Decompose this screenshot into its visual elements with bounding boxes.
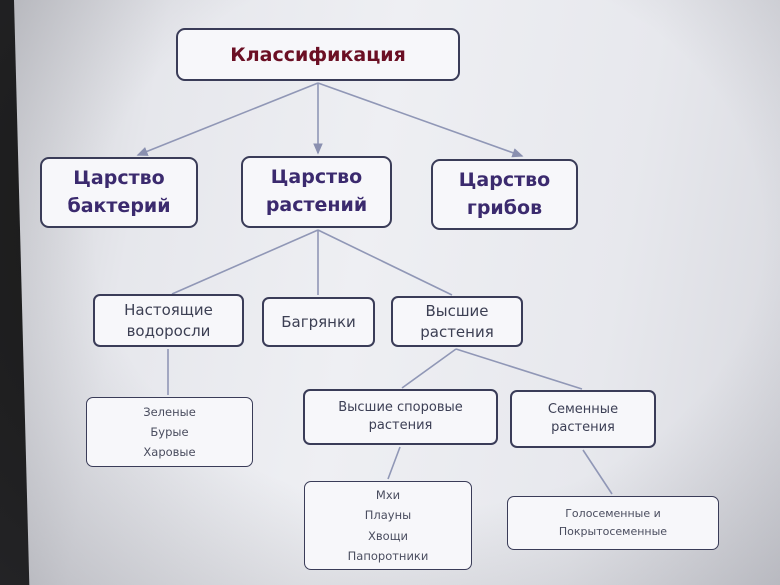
kingdom-fungi-line2: грибов (466, 196, 543, 219)
list-item-green-algae: Зеленые (143, 404, 196, 419)
spore-plants-list-node: Мхи Плауны Хвощи Папоротники (304, 481, 472, 570)
spore-plants-line1: Высшие споровые (338, 400, 463, 416)
algae-list-node: Зеленые Бурые Харовые (86, 397, 253, 467)
list-item-horsetails: Хвощи (368, 528, 408, 543)
list-item-gymnosperms: Голосеменные и (565, 507, 661, 521)
connector-root-fungi (317, 82, 524, 158)
spore-plants-node: Высшие споровые растения (303, 389, 498, 445)
connector-seed-list (582, 449, 613, 495)
spore-plants-line2: растения (368, 418, 433, 433)
connector-plants-higher (317, 229, 453, 296)
seed-plants-line2: растения (551, 420, 615, 435)
kingdom-fungi-line1: Царство (458, 168, 551, 191)
kingdom-bacteria-line1: Царство (73, 166, 165, 189)
kingdom-fungi-node: Царство грибов (431, 159, 578, 230)
seed-plants-list-node: Голосеменные и Покрытосеменные (507, 496, 719, 550)
true-algae-line2: водоросли (126, 321, 211, 340)
list-item-ferns: Папоротники (347, 548, 429, 563)
root-node-classification: Классификация (176, 28, 460, 81)
list-item-charophytes: Харовые (143, 445, 196, 460)
list-item-club-mosses: Плауны (364, 508, 412, 523)
list-item-angiosperms: Покрытосеменные (558, 525, 668, 538)
kingdom-plants-line2: растений (265, 194, 368, 216)
kingdom-plants-node: Царство растений (241, 156, 392, 228)
red-algae-label: Багрянки (281, 312, 356, 331)
kingdom-bacteria-line2: бактерий (67, 194, 171, 217)
kingdom-plants-line1: Царство (270, 166, 363, 189)
connector-plants-algae (171, 229, 319, 295)
connector-higher-spore (401, 348, 457, 389)
true-algae-line1: Настоящие (124, 301, 213, 320)
true-algae-node: Настоящие водоросли (93, 294, 244, 347)
higher-plants-node: Высшие растения (391, 296, 523, 347)
kingdom-bacteria-node: Царство бактерий (40, 157, 198, 228)
connector-spore-list (387, 446, 401, 480)
list-item-brown-algae: Бурые (150, 424, 189, 439)
root-label: Классификация (230, 43, 406, 66)
seed-plants-line1: Семенные (547, 402, 619, 418)
connector-higher-seed (455, 348, 583, 390)
higher-plants-line2: растения (420, 322, 494, 341)
seed-plants-node: Семенные растения (510, 390, 656, 448)
list-item-mosses: Мхи (375, 488, 401, 503)
red-algae-node: Багрянки (262, 297, 375, 347)
higher-plants-line1: Высшие (425, 302, 489, 321)
connector-root-bacteria (136, 82, 319, 156)
